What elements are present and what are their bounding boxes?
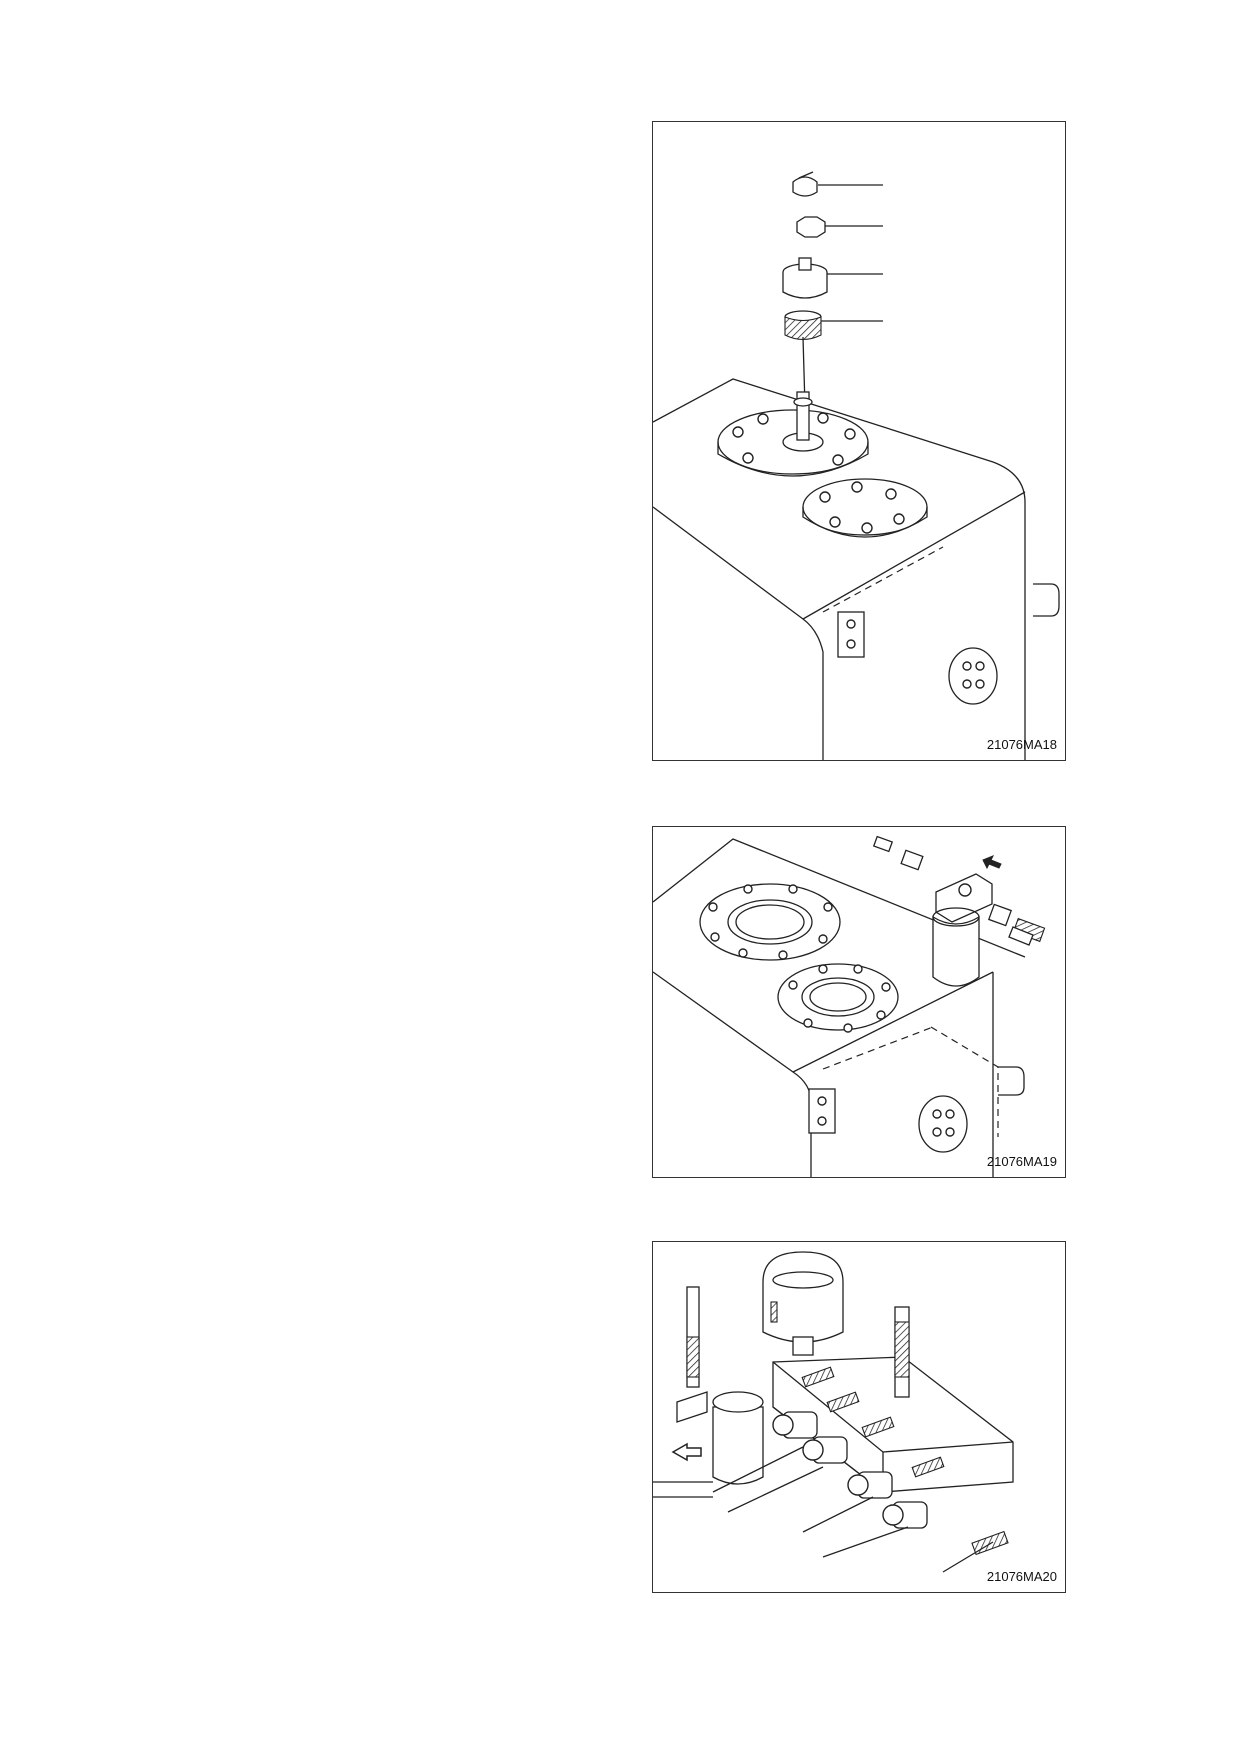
figure-tank-cover-exploded: 21076MA18	[652, 121, 1066, 761]
return-filter	[932, 873, 993, 987]
flange-small	[802, 478, 928, 538]
flange-large	[699, 883, 841, 961]
filter-cap	[782, 257, 883, 299]
tank-cover-illustration	[653, 171, 1060, 760]
flange-small	[777, 963, 899, 1033]
figure-return-filter: 21076MA19	[652, 826, 1066, 1178]
figure-code: 21076MA19	[986, 1154, 1057, 1169]
flange-large	[717, 391, 869, 477]
pressure-filter	[676, 1286, 764, 1485]
breather-cap	[792, 171, 883, 197]
fittings	[872, 835, 1046, 946]
figure-code: 21076MA20	[986, 1569, 1057, 1584]
figure-code: 21076MA18	[986, 737, 1057, 752]
figure-valve-block: 21076MA20	[652, 1241, 1066, 1593]
flow-arrow-icon	[671, 1442, 702, 1462]
flow-arrow-icon	[982, 855, 1002, 870]
accumulator	[762, 1251, 844, 1356]
valve-block-illustration	[653, 1251, 1014, 1573]
return-filter-illustration	[653, 835, 1046, 1177]
solenoid-valves	[772, 1366, 1009, 1556]
nut	[796, 216, 883, 238]
